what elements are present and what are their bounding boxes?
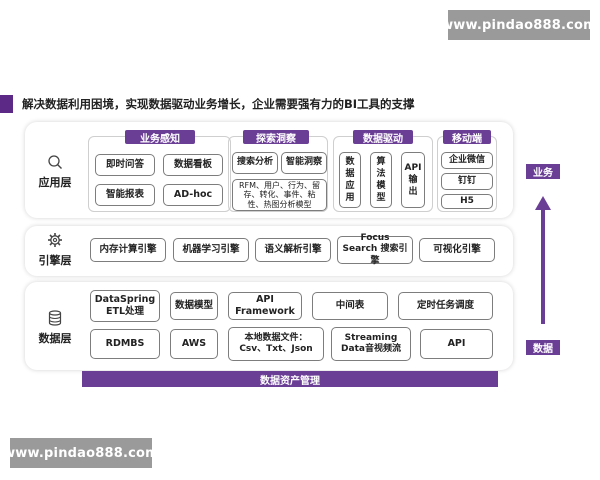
app-layer: 应用层 业务感知 即时问答 数据看板 智能报表 AD-hoc 探索洞察 搜索分析… (25, 122, 513, 218)
box-aws: AWS (170, 329, 218, 359)
box-ml-engine: 机器学习引擎 (173, 238, 249, 262)
box-data-model: 数据模型 (170, 292, 218, 320)
data-layer: 数据层 DataSpring ETL处理 数据模型 API Framework … (25, 282, 513, 370)
box-instant-qa: 即时问答 (95, 154, 155, 176)
box-data-application: 数据应用 (339, 152, 361, 208)
engine-layer: 引擎层 内存计算引擎 机器学习引擎 语义解析引擎 Focus Search 搜索… (25, 226, 513, 276)
watermark-top: www.pindao888.com (441, 10, 597, 40)
box-api-output: API输出 (401, 152, 425, 208)
box-streaming-data: Streaming Data音视频流 (331, 327, 411, 361)
box-local-files: 本地数据文件：Csv、Txt、Json (228, 327, 324, 361)
box-memory-engine: 内存计算引擎 (90, 238, 166, 262)
box-smart-report: 智能报表 (95, 184, 155, 206)
box-api-framework: API Framework (228, 292, 302, 320)
app-layer-name: 应用层 (38, 176, 72, 189)
box-semantic-engine: 语义解析引擎 (255, 238, 331, 262)
engine-layer-label: 引擎层 (25, 232, 85, 268)
gear-icon (48, 233, 62, 247)
data-asset-management-bar: 数据资产管理 (82, 371, 498, 387)
database-icon (48, 310, 62, 326)
watermark-bottom: www.pindao888.com (3, 438, 159, 468)
data-layer-label: 数据层 (25, 310, 85, 346)
box-intermediate-table: 中间表 (312, 292, 388, 320)
app-layer-label: 应用层 (25, 154, 85, 190)
data-layer-name: 数据层 (38, 332, 72, 345)
box-dingtalk: 钉钉 (441, 173, 493, 190)
box-dataspring-etl: DataSpring ETL处理 (90, 290, 160, 322)
group-head-data-driven: 数据驱动 (353, 130, 413, 145)
box-rdmbs: RDMBS (90, 329, 160, 359)
box-search-analysis: 搜索分析 (232, 152, 278, 174)
group-head-business-perception: 业务感知 (125, 130, 195, 145)
box-analysis-models: RFM、用户、行为、留存、转化、事件、粘性、热图分析模型 (232, 179, 327, 211)
title-accent-bar (0, 95, 13, 113)
box-ad-hoc: AD-hoc (163, 184, 223, 206)
box-api-source: API (420, 329, 493, 359)
box-wechat-work: 企业微信 (441, 152, 493, 169)
upward-arrow-icon (535, 196, 551, 324)
box-h5: H5 (441, 194, 493, 209)
box-data-dashboard: 数据看板 (163, 154, 223, 176)
engine-layer-name: 引擎层 (38, 254, 72, 267)
side-tag-data: 数据 (526, 340, 560, 355)
box-scheduled-tasks: 定时任务调度 (398, 292, 493, 320)
group-head-mobile: 移动端 (443, 130, 491, 145)
side-tag-business: 业务 (526, 164, 560, 179)
box-algorithm-model: 算法模型 (370, 152, 392, 208)
page-title: 解决数据利用困境，实现数据驱动业务增长，企业需要强有力的BI工具的支撑 (22, 97, 415, 111)
group-head-explore-insight: 探索洞察 (243, 130, 309, 145)
box-smart-insight: 智能洞察 (281, 152, 327, 174)
search-icon (48, 155, 62, 169)
box-visualization-engine: 可视化引擎 (419, 238, 495, 262)
box-focus-search-engine: Focus Search 搜索引擎 (337, 233, 413, 266)
